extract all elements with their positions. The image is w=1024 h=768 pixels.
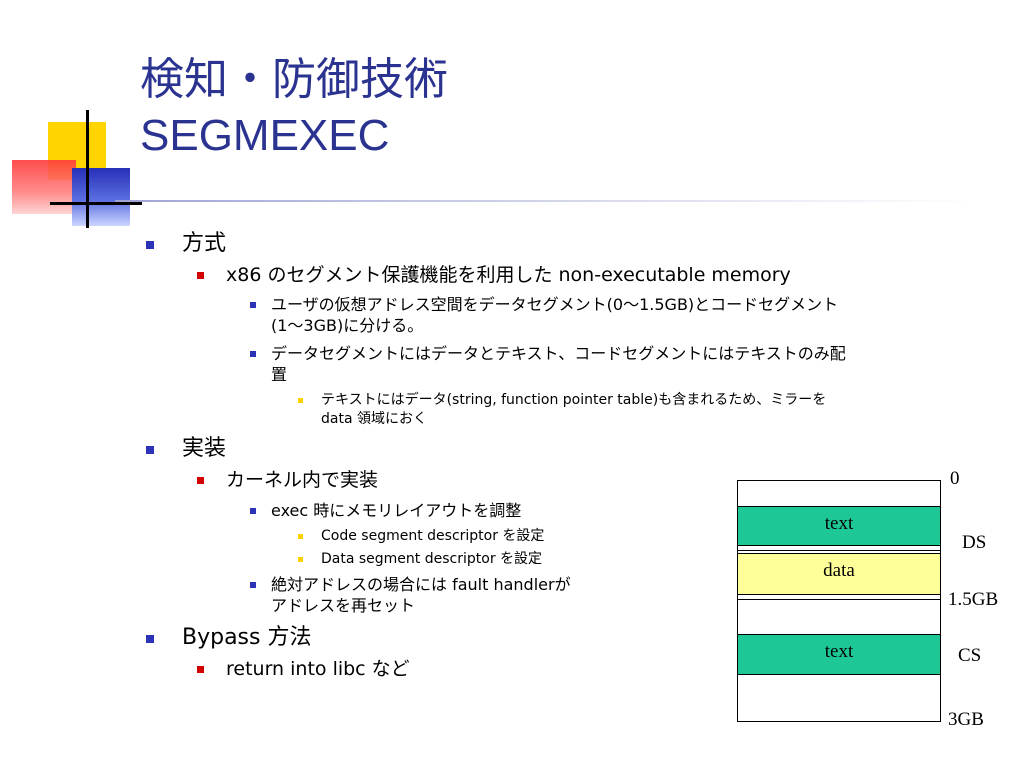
logo-horizontal-line xyxy=(50,202,142,205)
segment-data-ds: data xyxy=(738,553,940,595)
bullet-text: Code segment descriptor を設定 xyxy=(321,528,545,544)
bullet-square xyxy=(250,582,256,588)
bullet-text-continued: data 領域におく xyxy=(321,411,427,427)
bullet-square xyxy=(250,302,256,308)
bullet-text-continued: アドレスを再セット xyxy=(271,596,416,615)
bullet-text: 絶対アドレスの場合には fault handlerが xyxy=(271,575,571,594)
bullet-square xyxy=(298,534,303,539)
bullet-text: Bypass 方法 xyxy=(182,625,312,650)
bullet-text: 実装 xyxy=(182,436,227,461)
logo-vertical-line xyxy=(86,110,89,228)
bullet-square xyxy=(298,398,303,403)
bullet-square xyxy=(197,666,204,673)
segment-text-ds: text xyxy=(738,506,940,546)
title-line-1: 検知・防御技術 xyxy=(140,54,448,105)
bullet-text: Data segment descriptor を設定 xyxy=(321,551,543,567)
axis-label-1-5gb: 1.5GB xyxy=(948,589,999,610)
segment-label: text xyxy=(824,641,854,662)
bullet-text: x86 のセグメント保護機能を利用した non-executable memor… xyxy=(226,264,791,286)
bullet-text: データセグメントにはデータとテキスト、コードセグメントにはテキストのみ配 xyxy=(271,344,846,363)
bullet-text: exec 時にメモリレイアウトを調整 xyxy=(271,501,522,520)
bullet-text: テキストにはデータ(string, function pointer table… xyxy=(321,392,827,408)
axis-label-ds: DS xyxy=(962,532,987,553)
bullet-square xyxy=(146,635,154,643)
decorative-logo xyxy=(0,100,150,230)
divider-line xyxy=(738,550,940,551)
segment-label: data xyxy=(823,560,855,581)
title-underline xyxy=(115,200,975,202)
logo-blue-square xyxy=(72,168,130,226)
bullet-text: カーネル内で実装 xyxy=(226,469,379,491)
divider-line xyxy=(738,599,940,600)
axis-label-cs: CS xyxy=(958,645,982,666)
segment-label: text xyxy=(824,513,854,534)
bullet-square xyxy=(250,351,256,357)
bullet-text: ユーザの仮想アドレス空間をデータセグメント(0～1.5GB)とコードセグメント xyxy=(271,295,839,314)
bullet-square xyxy=(197,272,204,279)
bullet-square xyxy=(146,446,154,454)
axis-label-3gb: 3GB xyxy=(948,709,984,730)
slide-title: 検知・防御技術 SEGMEXEC xyxy=(140,52,448,164)
bullet-square xyxy=(298,557,303,562)
axis-label-0: 0 xyxy=(950,468,960,489)
bullet-square xyxy=(250,508,256,514)
memory-layout-diagram: text data text xyxy=(737,480,941,722)
bullet-square xyxy=(146,241,154,249)
bullet-square xyxy=(197,477,204,484)
bullet-text: 方式 xyxy=(182,231,227,256)
title-line-2: SEGMEXEC xyxy=(140,111,390,160)
bullet-text-continued: (1～3GB)に分ける。 xyxy=(271,316,424,335)
bullet-text: return into libc など xyxy=(226,658,410,680)
logo-red-square xyxy=(12,160,76,214)
segment-text-cs: text xyxy=(738,634,940,675)
bullet-text-continued: 置 xyxy=(271,365,288,384)
